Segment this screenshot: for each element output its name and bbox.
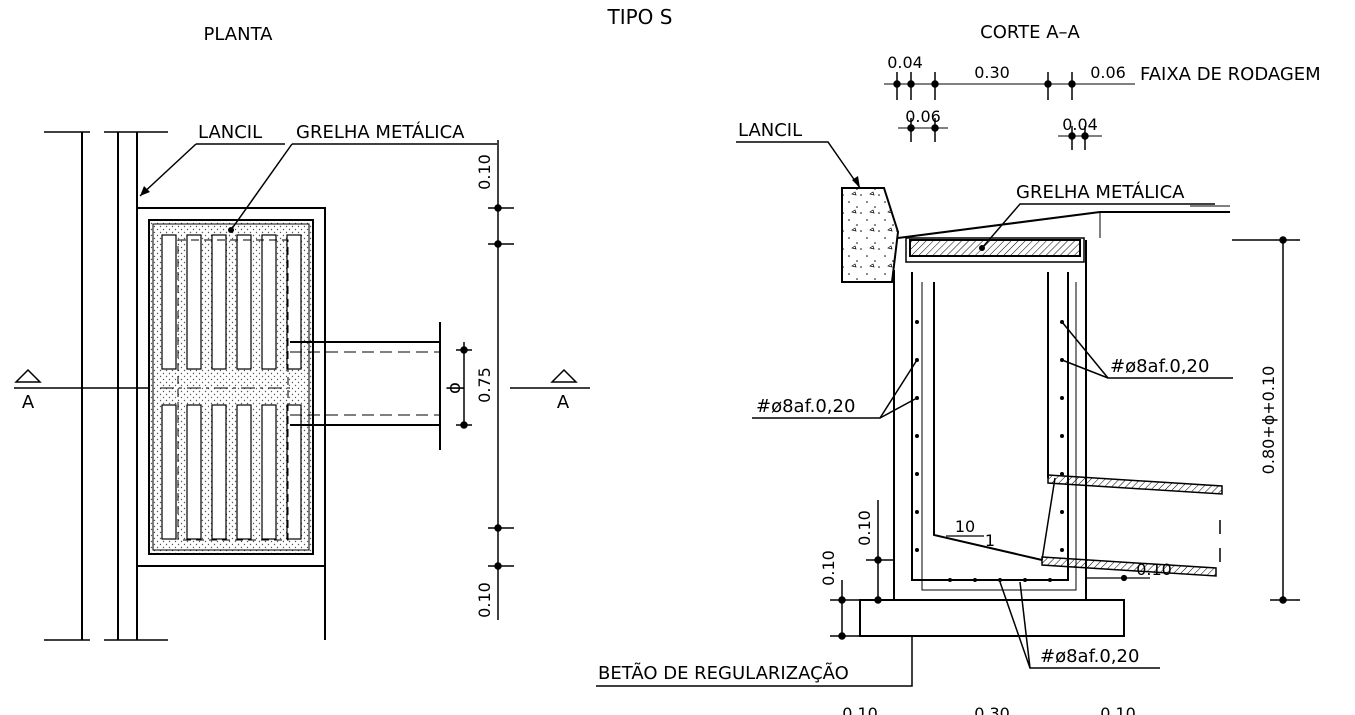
section-dim-010-base: 0.10 bbox=[819, 550, 838, 586]
section-slope-num: 10 bbox=[955, 517, 975, 536]
section-faixa-label: FAIXA DE RODAGEM bbox=[1140, 64, 1321, 85]
plan-section-line bbox=[14, 368, 590, 389]
section-dim-006-b: 0.06 bbox=[905, 107, 941, 126]
section-bottom-dim-2: 0.30 bbox=[974, 704, 1010, 715]
section-betao-label: BETÃO DE REGULARIZAÇÃO bbox=[598, 662, 849, 684]
section-rebar-bottom-label: #ø8af.0,20 bbox=[1040, 646, 1139, 667]
section-height-label: 0.80+ϕ+0.10 bbox=[1259, 366, 1278, 475]
section-grelha-label: GRELHA METÁLICA bbox=[1016, 181, 1185, 203]
section-rebars bbox=[921, 282, 1077, 591]
plan-grelha-dot bbox=[228, 227, 234, 233]
plan-dim-mid: 0.75 bbox=[475, 367, 494, 403]
plan-dim-top: 0.10 bbox=[475, 154, 494, 190]
section-dim-030-top: 0.30 bbox=[974, 63, 1010, 82]
section-outlet-pipe bbox=[1041, 474, 1223, 577]
plan-hidden-bars bbox=[177, 239, 289, 541]
section-grelha-dot bbox=[979, 245, 985, 251]
plan-leaders bbox=[139, 143, 497, 231]
section-top-dimensions bbox=[884, 72, 1135, 150]
section-lancil-label: LANCIL bbox=[738, 120, 802, 141]
section-betao-leader bbox=[596, 636, 913, 687]
section-grelha-leader bbox=[981, 203, 1215, 249]
section-rebar-left-label: #ø8af.0,20 bbox=[756, 396, 855, 417]
section-road-surface bbox=[897, 205, 1230, 239]
section-lancil-leader bbox=[736, 141, 861, 189]
drawing-title: TIPO S bbox=[607, 5, 673, 29]
plan-section-mark-left: A bbox=[22, 392, 35, 413]
plan-pipe bbox=[290, 322, 441, 450]
plan-heading: PLANTA bbox=[204, 24, 274, 45]
section-chamber bbox=[859, 240, 1125, 637]
section-bottom-dim-3: 0.10 bbox=[1100, 704, 1136, 715]
plan-phi-dimension bbox=[456, 342, 472, 429]
section-lancil-arrow bbox=[852, 176, 860, 188]
section-slope-den: 1 bbox=[985, 531, 995, 550]
section-dim-006-a: 0.06 bbox=[1090, 63, 1126, 82]
section-heading: CORTE A–A bbox=[980, 22, 1080, 43]
plan-dim-bot: 0.10 bbox=[475, 582, 494, 618]
plan-lancil-label: LANCIL bbox=[198, 122, 262, 143]
plan-lancil-arrow bbox=[140, 186, 150, 196]
section-dim-010-wall: 0.10 bbox=[855, 510, 874, 546]
plan-section-mark-right: A bbox=[557, 392, 570, 413]
section-dim-004-b: 0.04 bbox=[1062, 115, 1098, 134]
section-dim-004-a: 0.04 bbox=[887, 53, 923, 72]
plan-grate-bars bbox=[161, 234, 302, 540]
section-rebar-right-label: #ø8af.0,20 bbox=[1110, 356, 1209, 377]
section-bottom-dim-1: 0.10 bbox=[842, 704, 878, 715]
section-dim-010-pipe: 0.10 bbox=[1136, 560, 1172, 579]
section-grate bbox=[905, 237, 1085, 263]
section-height-dimension bbox=[1232, 236, 1300, 604]
plan-grelha-label: GRELHA METÁLICA bbox=[296, 121, 465, 143]
section-lancil bbox=[841, 187, 900, 283]
plan-view: PLANTA bbox=[14, 24, 590, 641]
section-rebar-leaders bbox=[752, 321, 1233, 669]
plan-vertical-dimensions bbox=[488, 140, 514, 620]
section-left-dimensions bbox=[830, 500, 894, 640]
plan-phi-label: ϕ bbox=[444, 382, 465, 394]
section-view: CORTE A–A 0.04 0.30 0.06 bbox=[596, 22, 1321, 715]
section-pipe-dimension bbox=[1086, 574, 1150, 582]
